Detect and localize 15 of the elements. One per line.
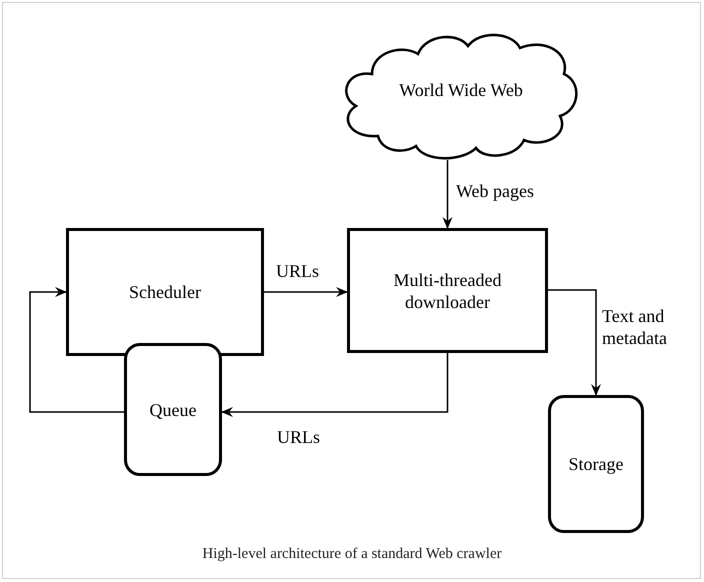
arrow — [221, 353, 448, 417]
node-label: Storage — [568, 453, 624, 475]
rounded-box — [124, 343, 222, 476]
process-box — [66, 228, 264, 356]
arrow — [548, 289, 601, 396]
caption: High-level architecture of a standard Web crawler — [201, 546, 503, 563]
node-label: Scheduler — [128, 281, 202, 303]
node-label: World Wide Web — [398, 79, 524, 101]
arrow — [264, 287, 348, 297]
node-label: Queue — [148, 398, 198, 420]
arrow — [442, 160, 452, 229]
node-label: Multi-threaded downloader — [392, 268, 502, 312]
arrow — [29, 287, 124, 413]
rounded-box — [548, 395, 644, 533]
process-box — [347, 228, 548, 353]
